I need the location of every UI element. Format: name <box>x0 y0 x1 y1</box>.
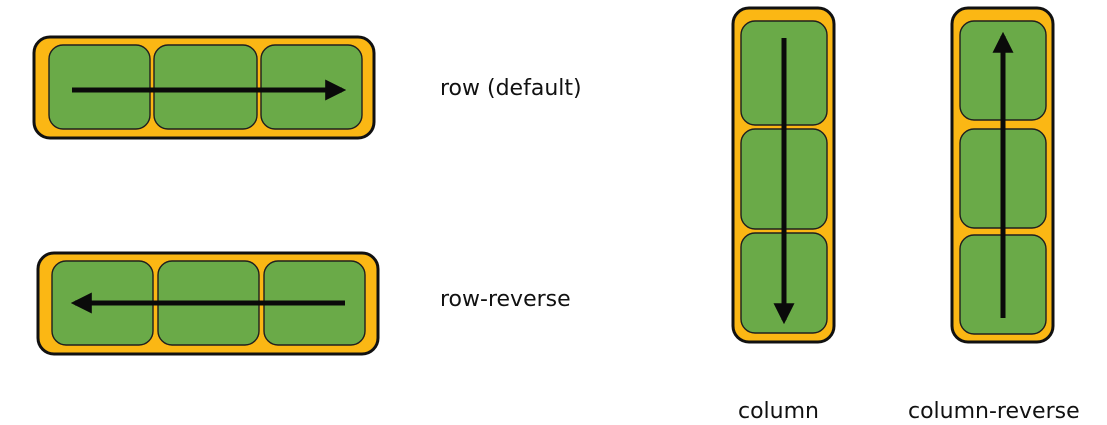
row-reverse-label: row-reverse <box>440 287 571 312</box>
row-item-2 <box>153 44 258 130</box>
row-label: row (default) <box>440 76 582 101</box>
column-label: column <box>738 399 819 424</box>
row-item-3 <box>260 44 363 130</box>
column-example <box>731 6 836 344</box>
row-item-1 <box>48 44 151 130</box>
row-reverse-example <box>36 251 380 356</box>
row-example <box>32 35 376 140</box>
column-reverse-label: column-reverse <box>908 399 1080 424</box>
column-reverse-example <box>950 6 1055 344</box>
